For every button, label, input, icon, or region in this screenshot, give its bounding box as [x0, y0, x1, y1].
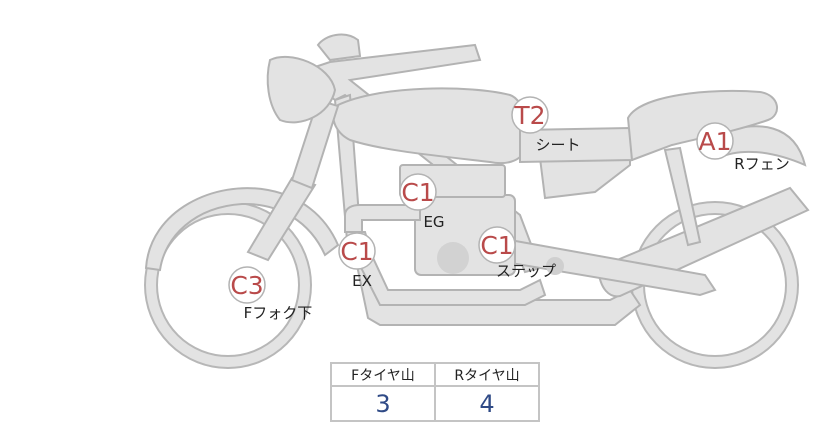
marker-code: C3 — [230, 271, 263, 300]
marker-label: EX — [352, 272, 372, 290]
marker-label: Rフェン — [734, 155, 789, 173]
marker-4: C1 ステップ — [478, 226, 556, 280]
marker-label: Fフォク下 — [244, 304, 313, 322]
table-header-row: Fタイヤ山 Rタイヤ山 — [330, 362, 540, 387]
headlight — [266, 55, 337, 124]
handlebar — [316, 33, 362, 62]
marker-code: T2 — [513, 101, 545, 130]
tire-tread-table: Fタイヤ山 Rタイヤ山 3 4 — [330, 362, 540, 422]
marker-circle — [478, 226, 516, 264]
marker-label: EG — [423, 213, 444, 231]
marker-circle — [696, 122, 734, 160]
marker-label: ステップ — [496, 262, 556, 280]
marker-code: C1 — [340, 237, 373, 266]
fork-tube — [290, 98, 340, 190]
table-value-row: 3 4 — [330, 385, 540, 422]
front-fender — [144, 187, 340, 272]
marker-circle — [511, 96, 549, 134]
marker-label: シート — [535, 136, 580, 154]
rear-fender — [713, 125, 807, 167]
marker-0: T2 シート — [511, 96, 581, 154]
fuel-tank — [332, 87, 528, 165]
marker-code: A1 — [698, 127, 731, 156]
engine-cover — [437, 242, 469, 274]
marker-circle — [399, 173, 437, 211]
motorcycle-illustration — [144, 33, 810, 369]
marker-code: C1 — [480, 231, 513, 260]
marker-circle — [338, 232, 376, 270]
down-tube — [333, 93, 547, 306]
front-tire-tread-header: Fタイヤ山 — [330, 362, 436, 387]
rear-shock — [663, 146, 702, 247]
exhaust-header — [344, 204, 421, 233]
rear-tire-tread-header: Rタイヤ山 — [434, 362, 540, 387]
front-tire-tread-value: 3 — [330, 385, 436, 422]
rear-tire-tread-value: 4 — [434, 385, 540, 422]
marker-code: C1 — [401, 178, 434, 207]
step-knob — [546, 257, 564, 275]
marker-circle — [228, 266, 266, 304]
